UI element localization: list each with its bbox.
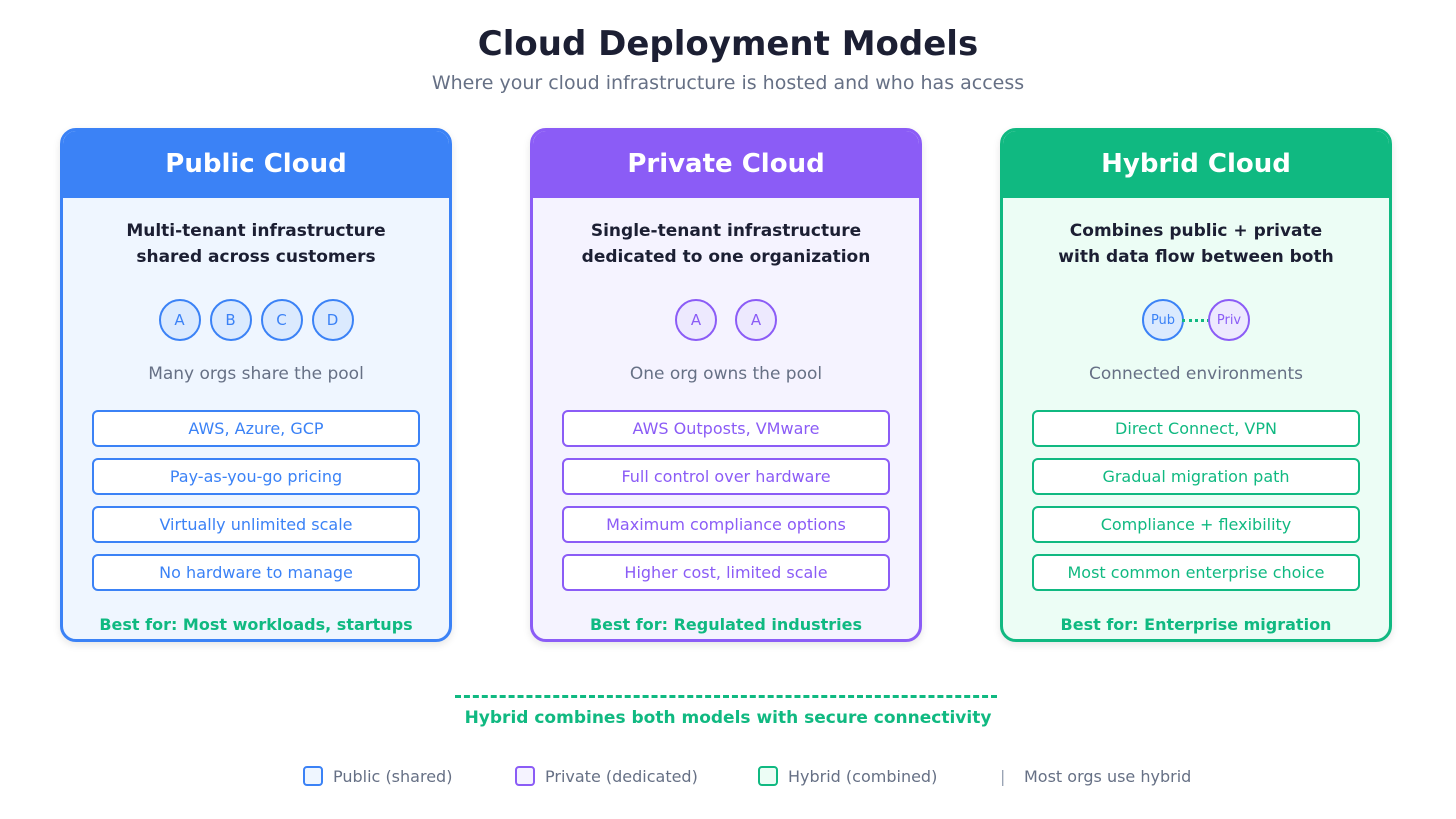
card-title: Private Cloud xyxy=(533,131,919,198)
feature-list: AWS, Azure, GCP Pay-as-you-go pricing Vi… xyxy=(63,410,449,591)
card-description-line: Single-tenant infrastructure xyxy=(590,221,862,241)
feature-item: Direct Connect, VPN xyxy=(1032,410,1360,447)
card-title: Hybrid Cloud xyxy=(1003,131,1389,198)
environment-circles: Pub Priv xyxy=(1003,296,1389,344)
feature-item: AWS, Azure, GCP xyxy=(92,410,420,447)
best-for-label: Best for: Most workloads, startups xyxy=(99,615,413,634)
tenant-circle: B xyxy=(209,299,252,341)
private-cloud-card: Private Cloud Single-tenant infrastructu… xyxy=(530,128,922,642)
legend-label: Public (shared) xyxy=(333,766,453,786)
legend-item-public: Public (shared) xyxy=(303,766,452,786)
feature-item: Higher cost, limited scale xyxy=(562,554,890,591)
feature-list: AWS Outposts, VMware Full control over h… xyxy=(533,410,919,591)
card-description: Single-tenant infrastructure dedicated t… xyxy=(533,218,919,270)
card-description: Multi-tenant infrastructure shared acros… xyxy=(63,218,449,270)
card-description-line: Combines public + private xyxy=(1069,221,1323,241)
feature-item: Virtually unlimited scale xyxy=(92,506,420,543)
legend-separator: | xyxy=(1000,767,1006,786)
card-description-line: with data flow between both xyxy=(1058,247,1334,267)
best-for-label: Best for: Enterprise migration xyxy=(1060,615,1332,634)
feature-item: Compliance + flexibility xyxy=(1032,506,1360,543)
card-caption: Many orgs share the pool xyxy=(148,364,364,384)
legend-item-private: Private (dedicated) xyxy=(515,766,698,786)
hybrid-cloud-card: Hybrid Cloud Combines public + private w… xyxy=(1000,128,1392,642)
feature-item: Most common enterprise choice xyxy=(1032,554,1360,591)
page-title: Cloud Deployment Models xyxy=(477,24,979,64)
feature-item: AWS Outposts, VMware xyxy=(562,410,890,447)
public-env-circle: Pub xyxy=(1142,299,1184,341)
legend-note: Most orgs use hybrid xyxy=(1024,767,1192,786)
feature-item: No hardware to manage xyxy=(92,554,420,591)
hybrid-bridge-label: Hybrid combines both models with secure … xyxy=(464,708,992,728)
card-caption: One org owns the pool xyxy=(629,364,823,384)
feature-item: Pay-as-you-go pricing xyxy=(92,458,420,495)
best-for-label: Best for: Regulated industries xyxy=(589,615,863,634)
connection-line xyxy=(1182,318,1210,322)
tenant-circle: A xyxy=(158,299,201,341)
tenant-circles: A A xyxy=(533,296,919,344)
card-description: Combines public + private with data flow… xyxy=(1003,218,1389,270)
legend-swatch-hybrid xyxy=(758,766,778,786)
card-description-line: dedicated to one organization xyxy=(581,247,871,267)
feature-item: Gradual migration path xyxy=(1032,458,1360,495)
page-subtitle: Where your cloud infrastructure is hoste… xyxy=(431,72,1025,94)
private-env-circle: Priv xyxy=(1208,299,1250,341)
hybrid-bridge-line xyxy=(455,695,997,698)
card-caption: Connected environments xyxy=(1088,364,1304,384)
feature-item: Maximum compliance options xyxy=(562,506,890,543)
public-cloud-card: Public Cloud Multi-tenant infrastructure… xyxy=(60,128,452,642)
feature-item: Full control over hardware xyxy=(562,458,890,495)
feature-list: Direct Connect, VPN Gradual migration pa… xyxy=(1003,410,1389,591)
card-description-line: shared across customers xyxy=(136,247,376,267)
tenant-circle: C xyxy=(260,299,303,341)
card-title: Public Cloud xyxy=(63,131,449,198)
tenant-circle: A xyxy=(735,299,777,341)
legend-label: Private (dedicated) xyxy=(545,766,698,786)
legend-label: Hybrid (combined) xyxy=(788,766,938,786)
legend-swatch-private xyxy=(515,766,535,786)
tenant-circle: A xyxy=(675,299,717,341)
legend-swatch-public xyxy=(303,766,323,786)
tenant-circles: A B C D xyxy=(63,296,449,344)
legend-item-hybrid: Hybrid (combined) xyxy=(758,766,937,786)
tenant-circle: D xyxy=(311,299,354,341)
card-description-line: Multi-tenant infrastructure xyxy=(126,221,386,241)
